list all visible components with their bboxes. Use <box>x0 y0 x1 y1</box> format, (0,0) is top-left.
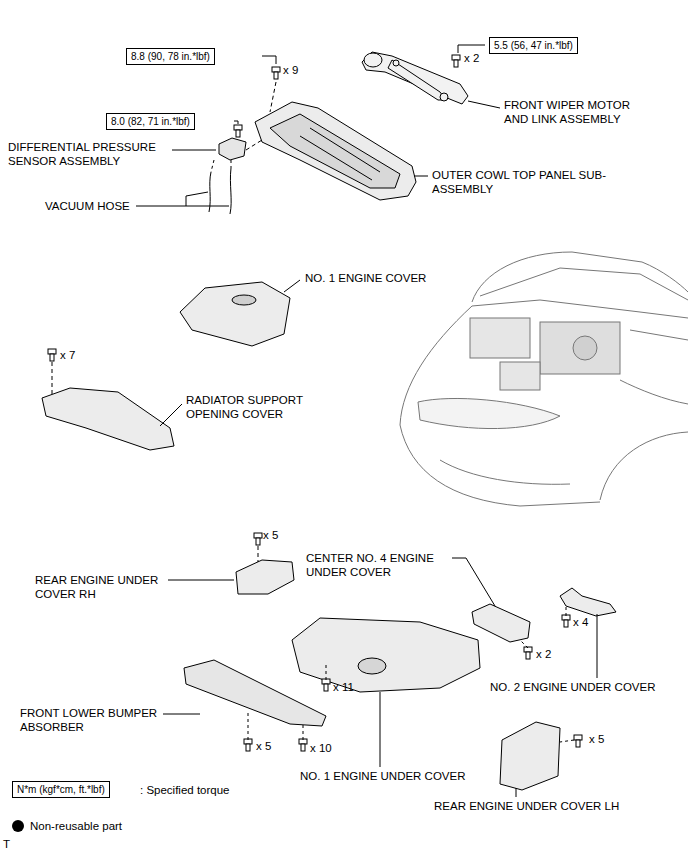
part-name: NO. 1 ENGINE UNDER COVER <box>300 769 466 783</box>
quantity-callout: x 11 <box>333 680 354 694</box>
quantity-callout: x 7 <box>60 348 75 362</box>
part-name: NO. 2 ENGINE UNDER COVER <box>490 680 656 694</box>
quantity-callout: x 4 <box>573 615 588 629</box>
torque-box: 5.5 (56, 47 in.*lbf) <box>489 37 578 54</box>
quantity-callout: x 2 <box>536 647 551 661</box>
quantity-callout: x 5 <box>589 732 604 746</box>
quantity-callout: x 5 <box>256 739 271 753</box>
legend-text: Non-reusable part <box>30 819 122 833</box>
part-name: T <box>3 837 10 851</box>
quantity-callout: x 9 <box>283 63 298 77</box>
part-name: VACUUM HOSE <box>45 199 130 213</box>
torque-box: 8.0 (82, 71 in.*lbf) <box>106 113 195 130</box>
torque-text: 8.0 (82, 71 in.*lbf) <box>111 116 190 127</box>
part-name: CENTER NO. 4 ENGINE UNDER COVER <box>306 551 466 579</box>
part-name: REAR ENGINE UNDER COVER RH <box>35 573 185 601</box>
torque-text: 8.8 (90, 78 in.*lbf) <box>131 51 210 62</box>
non-reusable-mark <box>12 820 24 832</box>
torque-box: N*m (kgf*cm, ft.*lbf) <box>12 781 110 798</box>
quantity-callout: x 5 <box>263 528 278 542</box>
part-name: FRONT LOWER BUMPER ABSORBER <box>20 706 185 734</box>
part-name: OUTER COWL TOP PANEL SUB-ASSEMBLY <box>432 168 607 196</box>
quantity-callout: x 10 <box>310 741 332 755</box>
part-name: FRONT WIPER MOTOR AND LINK ASSEMBLY <box>504 98 646 126</box>
part-name: NO. 1 ENGINE COVER <box>305 271 426 285</box>
torque-text: N*m (kgf*cm, ft.*lbf) <box>17 784 105 795</box>
torque-box: 8.8 (90, 78 in.*lbf) <box>126 48 215 65</box>
legend-text: : Specified torque <box>140 783 230 797</box>
part-name: DIFFERENTIAL PRESSURE SENSOR ASSEMBLY <box>8 140 188 168</box>
torque-text: 5.5 (56, 47 in.*lbf) <box>494 40 573 51</box>
part-name: RADIATOR SUPPORT OPENING COVER <box>186 393 336 421</box>
part-name: REAR ENGINE UNDER COVER LH <box>434 799 619 813</box>
quantity-callout: x 2 <box>464 51 479 65</box>
